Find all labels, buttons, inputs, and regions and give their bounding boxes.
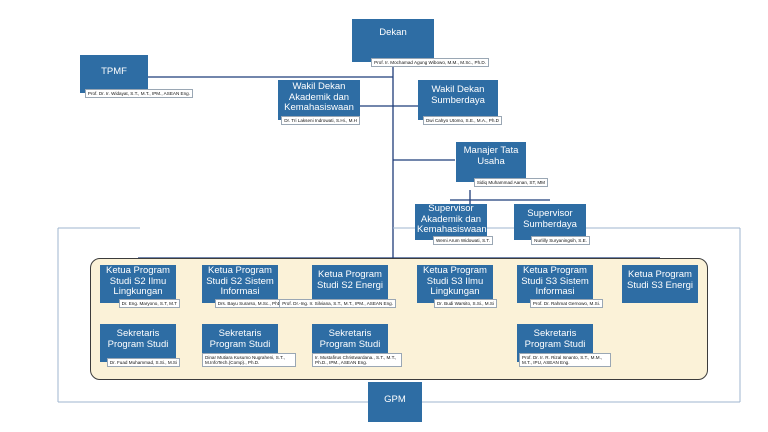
manajer-tata-usaha-box[interactable]: Manajer Tata Usaha Sidiq Muhammad Aanan,… xyxy=(456,142,548,187)
wakil-dekan-akademik-title: Wakil Dekan Akademik dan Kemahasiswaan xyxy=(284,81,354,113)
ketua-s2-sistem-informasi-box[interactable]: Ketua Program Studi S2 Sistem Informasi … xyxy=(202,265,284,308)
dekan-box[interactable]: Dekan Prof. Ir. Mochamad Agung Wibowo, M… xyxy=(352,19,489,67)
ketua-s2-energi-box[interactable]: Ketua Program Studi S2 Energi Prof. Dr.-… xyxy=(279,265,396,308)
sekretaris-s3-sistem-informasi-box[interactable]: Sekretaris Program Studi Prof. Dr. Ir. R… xyxy=(517,324,611,367)
sekretaris-s2-sistem-informasi-box[interactable]: Sekretaris Program Studi Dinar Mutiara K… xyxy=(202,324,296,367)
ketua-s3-ilmu-lingkungan-name: Dr. Budi Warsito, S.Si., M.Si xyxy=(433,298,497,308)
wakil-dekan-sumberdaya-name: Dwi Cahyo Utomo, S.E., M.A., Ph.D xyxy=(422,115,502,125)
ketua-s2-ilmu-lingkungan-box[interactable]: Ketua Program Studi S2 Ilmu Lingkungan D… xyxy=(100,265,180,308)
gpm-title: GPM xyxy=(384,394,406,405)
ketua-s3-sistem-informasi-name: Prof. Dr. Rahmat Gernowo, M.Si. xyxy=(529,298,603,308)
supervisor-sumberdaya-name: Nurlilly Suryaningsih, S.E. xyxy=(531,235,590,245)
sekretaris-s2-ilmu-lingkungan-title: Sekretaris Program Studi xyxy=(107,328,169,350)
sekretaris-s2-sistem-informasi-name: Dinar Mutiara Kusumo Nugraheni, S.T., M.… xyxy=(202,352,296,367)
tpmf-box[interactable]: TPMF Prof. Dr. Ir. Widayat, S.T., M.T., … xyxy=(80,55,193,98)
dekan-title: Dekan xyxy=(379,27,407,38)
supervisor-akademik-box[interactable]: Supervisor Akademik dan Kemahasiswaan We… xyxy=(415,203,493,245)
supervisor-akademik-name: Wemi Arum Widowati, S.T. xyxy=(432,235,493,245)
sekretaris-s2-ilmu-lingkungan-name: Dr. Fuad Muhammad, S.Si., M.Si xyxy=(106,357,180,367)
tpmf-title: TPMF xyxy=(101,66,127,77)
ketua-s3-sistem-informasi-title: Ketua Program Studi S3 Sistem Informasi xyxy=(521,265,589,297)
ketua-s3-energi-box[interactable]: Ketua Program Studi S3 Energi xyxy=(622,265,698,303)
sekretaris-s2-energi-box[interactable]: Sekretaris Program Studi Ir. Mustafirus … xyxy=(312,324,402,367)
wakil-dekan-akademik-box[interactable]: Wakil Dekan Akademik dan Kemahasiswaan D… xyxy=(278,80,360,125)
sekretaris-s2-sistem-informasi-title: Sekretaris Program Studi xyxy=(209,328,271,350)
ketua-s3-energi-title: Ketua Program Studi S3 Energi xyxy=(626,269,693,291)
manajer-tata-usaha-title: Manajer Tata Usaha xyxy=(463,145,519,167)
supervisor-sumberdaya-box[interactable]: Supervisor Sumberdaya Nurlilly Suryaning… xyxy=(514,204,590,245)
ketua-s3-ilmu-lingkungan-title: Ketua Program Studi S3 Ilmu Lingkungan xyxy=(423,265,487,297)
sekretaris-s3-sistem-informasi-name: Prof. Dr. Ir. R. Rizal Isnanto, S.T., M.… xyxy=(519,352,611,367)
manajer-tata-usaha-name: Sidiq Muhammad Aanan, ST, MM xyxy=(473,177,548,187)
sekretaris-s2-energi-name: Ir. Mustafirus Christwardana., S.T., M.T… xyxy=(312,352,402,367)
wakil-dekan-sumberdaya-title: Wakil Dekan Sumberdaya xyxy=(431,84,485,106)
gpm-box[interactable]: GPM xyxy=(368,382,422,422)
supervisor-sumberdaya-title: Supervisor Sumberdaya xyxy=(523,208,577,230)
ketua-s2-energi-name: Prof. Dr.-Ing. Ir. Silviana, S.T., M.T.,… xyxy=(279,298,396,308)
wakil-dekan-akademik-name: Dr. Tri Lakseni Indrowati, S.Hi., M.H xyxy=(281,115,360,125)
tpmf-name: Prof. Dr. Ir. Widayat, S.T., M.T., IPM.,… xyxy=(84,88,193,98)
supervisor-akademik-title: Supervisor Akademik dan Kemahasiswaan xyxy=(417,203,487,235)
ketua-s2-sistem-informasi-name: Drs. Bayu Surarso, M.Sc., PhD xyxy=(214,298,284,308)
sekretaris-s2-ilmu-lingkungan-box[interactable]: Sekretaris Program Studi Dr. Fuad Muhamm… xyxy=(100,324,180,367)
ketua-s3-ilmu-lingkungan-box[interactable]: Ketua Program Studi S3 Ilmu Lingkungan D… xyxy=(417,265,497,308)
dekan-name: Prof. Ir. Mochamad Agung Wibowo, M.M., M… xyxy=(371,57,489,67)
ketua-s2-ilmu-lingkungan-name: Dr. Eng. Maryono, S.T, M.T xyxy=(118,298,180,308)
wakil-dekan-sumberdaya-box[interactable]: Wakil Dekan Sumberdaya Dwi Cahyo Utomo, … xyxy=(418,80,502,125)
ketua-s2-energi-title: Ketua Program Studi S2 Energi xyxy=(316,269,383,291)
ketua-s2-ilmu-lingkungan-title: Ketua Program Studi S2 Ilmu Lingkungan xyxy=(106,265,170,297)
sekretaris-s3-sistem-informasi-title: Sekretaris Program Studi xyxy=(524,328,586,350)
ketua-s3-sistem-informasi-box[interactable]: Ketua Program Studi S3 Sistem Informasi … xyxy=(517,265,603,308)
sekretaris-s2-energi-title: Sekretaris Program Studi xyxy=(319,328,381,350)
ketua-s2-sistem-informasi-title: Ketua Program Studi S2 Sistem Informasi xyxy=(206,265,274,297)
